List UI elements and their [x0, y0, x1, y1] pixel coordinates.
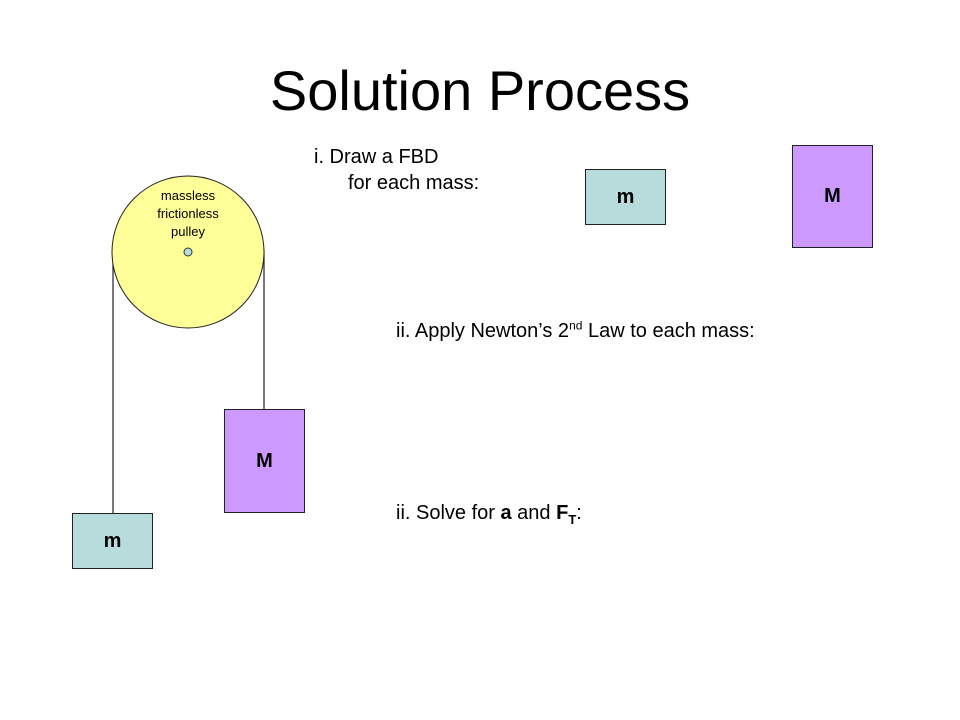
step-3-prefix: ii. Solve for — [396, 502, 501, 524]
step-1-line-1: i. Draw a FBD — [314, 146, 439, 168]
fbd-block-small: m — [585, 169, 666, 225]
step-apply-newton: ii. Apply Newton’s 2nd Law to each mass: — [396, 318, 755, 344]
step-2-suffix: Law to each mass: — [582, 320, 755, 342]
step-3-colon: : — [576, 502, 582, 524]
step-3-variable-a: a — [500, 502, 512, 524]
pulley-label: massless frictionless pulley — [138, 187, 238, 241]
pulley-axle — [183, 247, 193, 257]
pulley-label-line: massless — [160, 188, 216, 203]
step-draw-fbd: i. Draw a FBD for each mass: — [314, 144, 479, 196]
hanging-block-small: m — [72, 513, 153, 569]
hanging-block-large: M — [224, 409, 305, 513]
step-solve: ii. Solve for a and FT: — [396, 500, 582, 526]
pulley-label-line: pulley — [171, 224, 205, 239]
step-2-superscript: nd — [569, 318, 583, 333]
step-1-line-2: for each mass: — [348, 172, 480, 194]
pulley-label-line: frictionless — [157, 206, 219, 221]
slide-title: Solution Process — [269, 59, 691, 122]
step-3-and: and — [511, 502, 557, 524]
fbd-block-large: M — [792, 145, 873, 248]
step-3-variable-f: F — [556, 502, 569, 524]
step-3-subscript: T — [568, 512, 577, 527]
step-2-prefix: ii. Apply Newton’s 2 — [396, 320, 570, 342]
